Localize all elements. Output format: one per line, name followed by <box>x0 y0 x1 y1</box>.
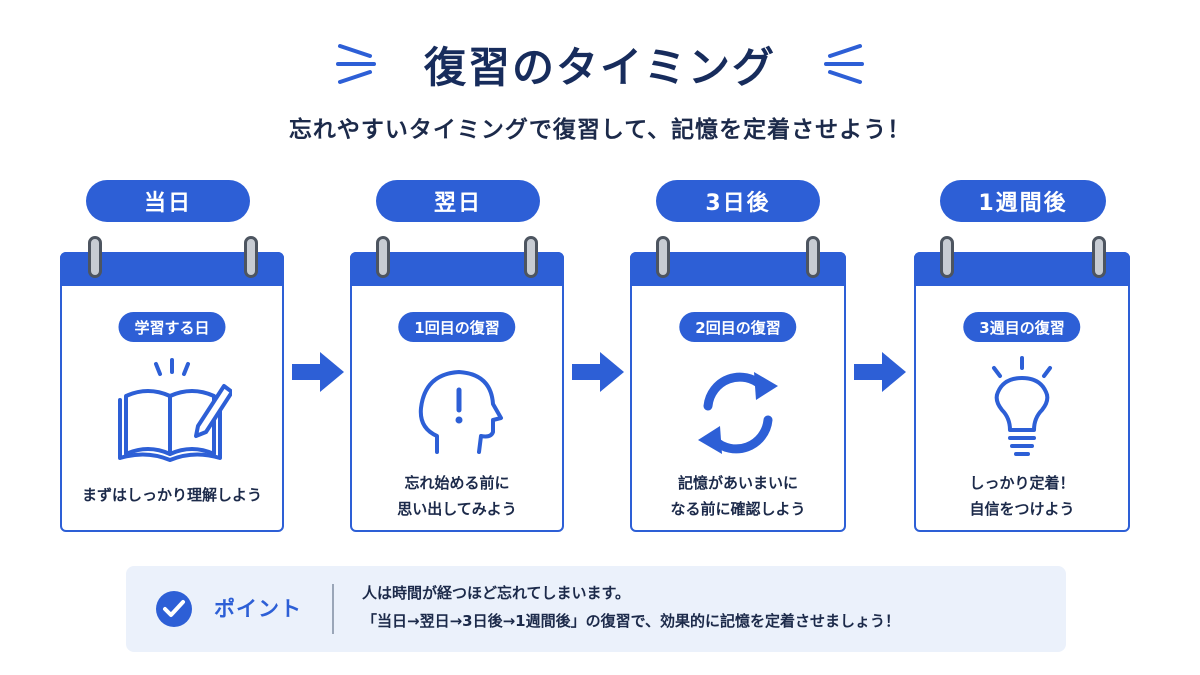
step-label: 2回目の復習 <box>679 312 797 342</box>
point-text-line: 「当日→翌日→3日後→1週間後」の復習で、効果的に記憶を定着させましょう！ <box>362 612 900 630</box>
step-tag-week1: 1週間後 <box>940 180 1106 222</box>
calendar-card-day1: 1回目の復習 忘れ始める前に 思い出してみよう <box>350 236 564 532</box>
binder-ring-icon <box>244 236 258 278</box>
step-caption: 記憶があいまいに なる前に確認しよう <box>670 474 806 518</box>
binder-ring-icon <box>806 236 820 278</box>
step-label: 1回目の復習 <box>398 312 516 342</box>
binder-ring-icon <box>88 236 102 278</box>
divider <box>332 584 334 634</box>
step-caption: 忘れ始める前に 思い出してみよう <box>397 474 517 518</box>
title-area: 復習のタイミング <box>0 28 1200 98</box>
calendar-card-week1: 3週目の復習 しっかり定着！ 自信をつけよう <box>914 236 1130 532</box>
step-caption: まずはしっかり理解しよう <box>81 486 262 504</box>
arrow-right-icon <box>292 352 344 392</box>
binder-ring-icon <box>940 236 954 278</box>
arrow-right-icon <box>854 352 906 392</box>
step-caption: しっかり定着！ 自信をつけよう <box>969 474 1075 518</box>
arrow-right-icon <box>572 352 624 392</box>
head-exclamation-icon <box>418 370 503 454</box>
point-label: ポイント <box>214 597 302 621</box>
binder-ring-icon <box>524 236 538 278</box>
calendar-card-day0: 学習する日 まずはしっかり理解しよう <box>60 236 284 532</box>
binder-ring-icon <box>376 236 390 278</box>
binder-ring-icon <box>1092 236 1106 278</box>
accent-lines-right-icon <box>824 44 864 84</box>
step-label: 学習する日 <box>118 312 226 342</box>
step-tag-day1: 翌日 <box>376 180 540 222</box>
step-tag-day0: 当日 <box>86 180 250 222</box>
point-text-line: 人は時間が経つほど忘れてしまいます。 <box>362 584 631 602</box>
step-label: 3週目の復習 <box>963 312 1081 342</box>
light-bulb-icon <box>992 356 1052 456</box>
accent-lines-left-icon <box>336 44 376 84</box>
check-circle-icon <box>156 591 192 627</box>
refresh-cycle-icon <box>698 372 778 454</box>
step-tag-day3: 3日後 <box>656 180 820 222</box>
calendar-card-day3: 2回目の復習 記憶があいまいに なる前に確認しよう <box>630 236 846 532</box>
open-book-pencil-icon <box>118 358 232 462</box>
page-title: 復習のタイミング <box>423 43 776 92</box>
binder-ring-icon <box>656 236 670 278</box>
point-callout: ポイント 人は時間が経つほど忘れてしまいます。 「当日→翌日→3日後→1週間後」… <box>126 566 1066 652</box>
subtitle: 忘れやすいタイミングで復習して、記憶を定着させよう！ <box>288 117 912 143</box>
